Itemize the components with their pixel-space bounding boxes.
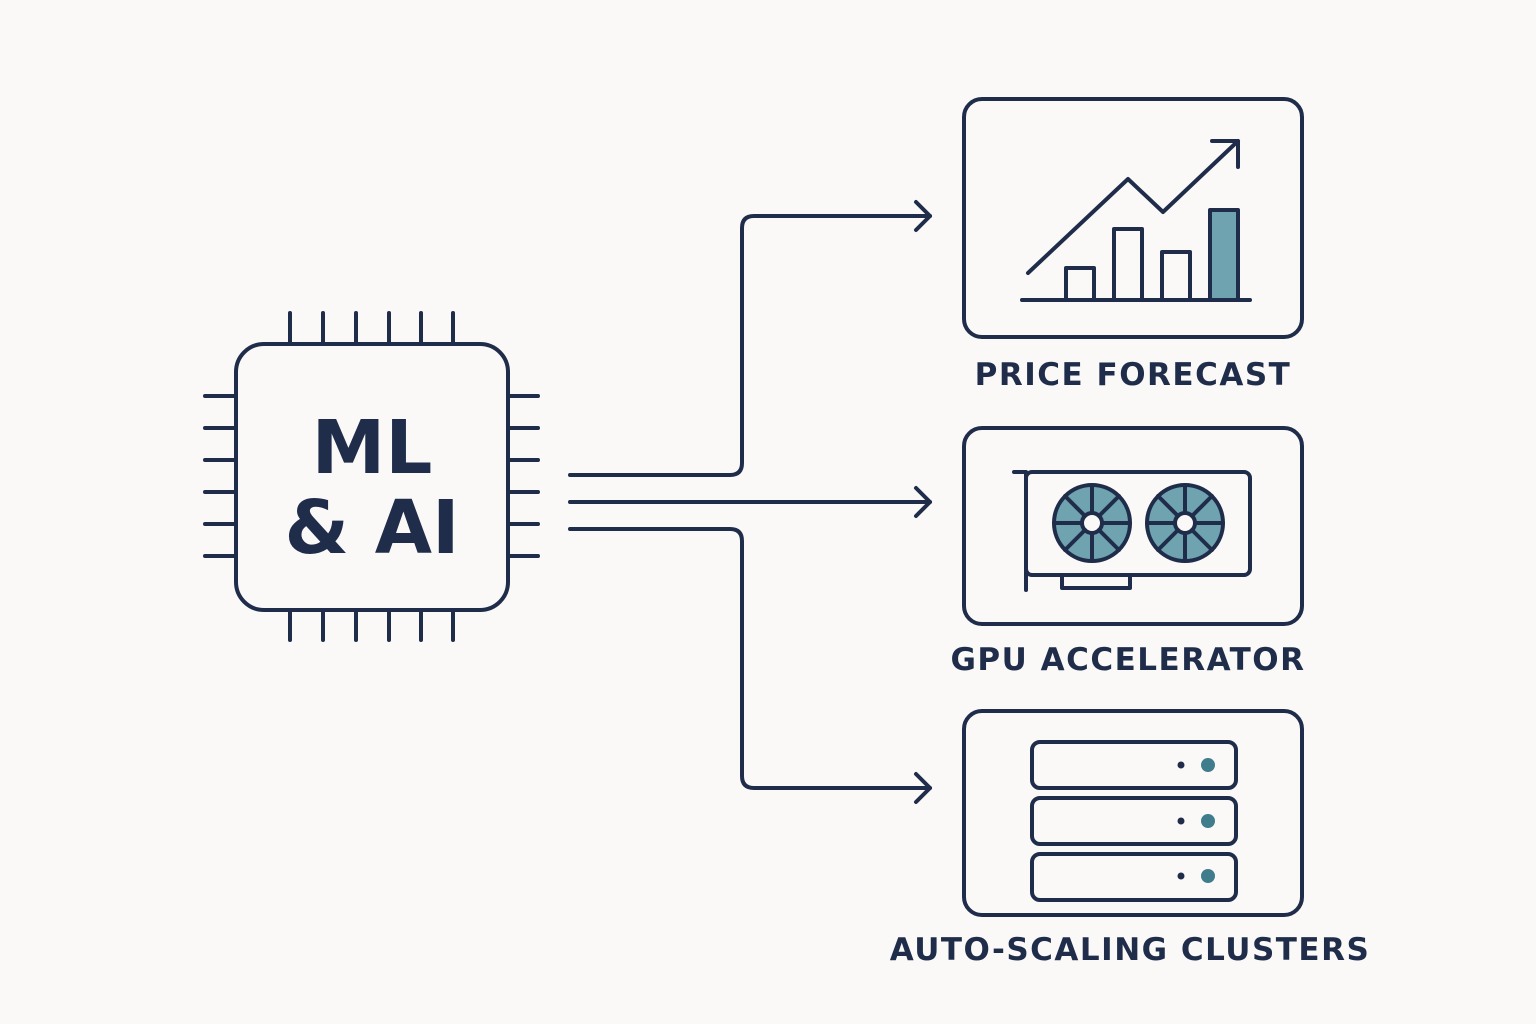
label-price-forecast: PRICE FORECAST xyxy=(974,357,1292,393)
label-auto-scaling-clusters: AUTO-SCALING CLUSTERS xyxy=(889,932,1371,968)
server-status-lights xyxy=(1177,758,1215,883)
ml-chip-icon xyxy=(203,311,540,642)
server-rack-icon xyxy=(962,709,1304,917)
chip-left-pins xyxy=(203,394,238,558)
label-gpu-accelerator: GPU ACCELERATOR xyxy=(950,642,1306,678)
chip-bottom-pins xyxy=(288,608,455,642)
gpu-fan-left xyxy=(1052,483,1132,563)
chip-top-pins xyxy=(288,311,455,346)
connector-to-auto-scaling-clusters xyxy=(568,527,932,804)
chip-title-line1: ML xyxy=(311,405,433,491)
connector-to-price-forecast xyxy=(568,200,932,477)
connector-to-gpu-accelerator xyxy=(568,486,932,518)
gpu-card-icon xyxy=(962,426,1304,626)
chip-title-line2: & AI xyxy=(284,485,460,571)
chip-right-pins xyxy=(506,394,540,558)
price-forecast-chart-icon xyxy=(962,97,1304,339)
gpu-fan-right xyxy=(1145,483,1225,563)
